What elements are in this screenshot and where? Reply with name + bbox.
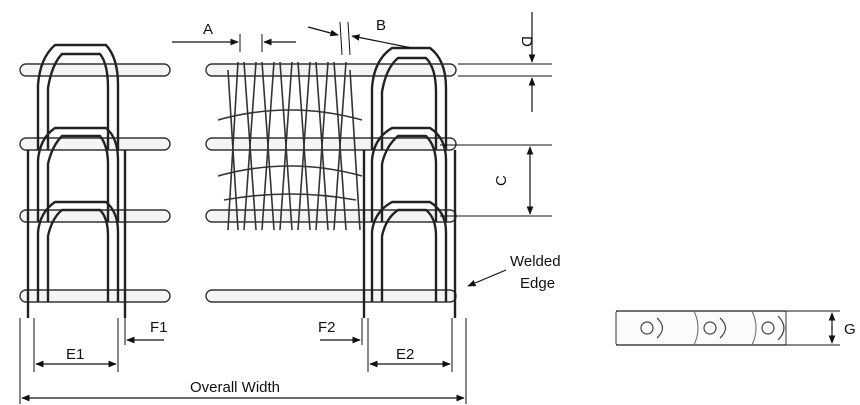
rod: [205, 209, 457, 223]
label-c: C: [493, 175, 510, 186]
side-view-loop: [656, 317, 664, 339]
spiral-crossings: [217, 109, 363, 201]
dimension-d: D: [458, 12, 552, 112]
label-f1: F1: [150, 319, 168, 336]
edge-link-inner: [46, 208, 110, 302]
dimension-e1: E1: [35, 346, 117, 368]
side-view: G: [615, 310, 856, 346]
label-a: A: [203, 21, 213, 38]
label-overall-width: Overall Width: [190, 379, 280, 396]
edge-link-inner: [46, 52, 110, 150]
welded-label-line1: Welded: [510, 253, 561, 270]
dimension-f1: F1: [126, 319, 168, 344]
welded-edge-callout: Welded Edge: [467, 253, 561, 292]
welded-label-line2: Edge: [520, 275, 555, 292]
rod: [205, 137, 457, 151]
edge-link-inner: [380, 208, 438, 302]
bottom-extensions: [19, 318, 467, 404]
rods-right: [205, 63, 457, 303]
edge-link-inner: [380, 134, 438, 222]
dimension-overall-width: Overall Width: [21, 379, 465, 402]
side-view-hole: [640, 321, 654, 335]
dimension-e2: E2: [369, 346, 451, 368]
dimension-a: A: [172, 21, 296, 52]
label-b: B: [376, 17, 386, 34]
label-g: G: [844, 321, 856, 338]
side-view-hole: [761, 321, 775, 335]
label-d: D: [518, 36, 535, 47]
edge-link-inner: [380, 56, 438, 150]
spiral-mesh: [217, 61, 363, 231]
edge-link: [36, 126, 120, 222]
dimension-f2: F2: [318, 319, 361, 344]
rod: [19, 63, 171, 77]
dimension-c: C: [440, 144, 552, 217]
rods-left: [19, 63, 171, 303]
dimension-b: B: [307, 17, 413, 56]
label-e1: E1: [66, 346, 84, 363]
label-e2: E2: [396, 346, 414, 363]
spiral-coil-back: [227, 61, 347, 231]
left-edge-links: [26, 43, 127, 318]
edge-link-inner: [46, 134, 110, 222]
side-view-hole: [703, 321, 717, 335]
side-view-loop: [777, 315, 785, 341]
edge-link: [370, 200, 448, 302]
edge-link: [36, 43, 120, 150]
right-edge-links: [362, 46, 457, 318]
edge-link: [370, 126, 448, 222]
rod: [205, 289, 457, 303]
edge-link: [36, 200, 120, 302]
side-view-loop: [719, 317, 727, 339]
rod: [205, 63, 457, 77]
label-f2: F2: [318, 319, 336, 336]
rod: [19, 289, 171, 303]
